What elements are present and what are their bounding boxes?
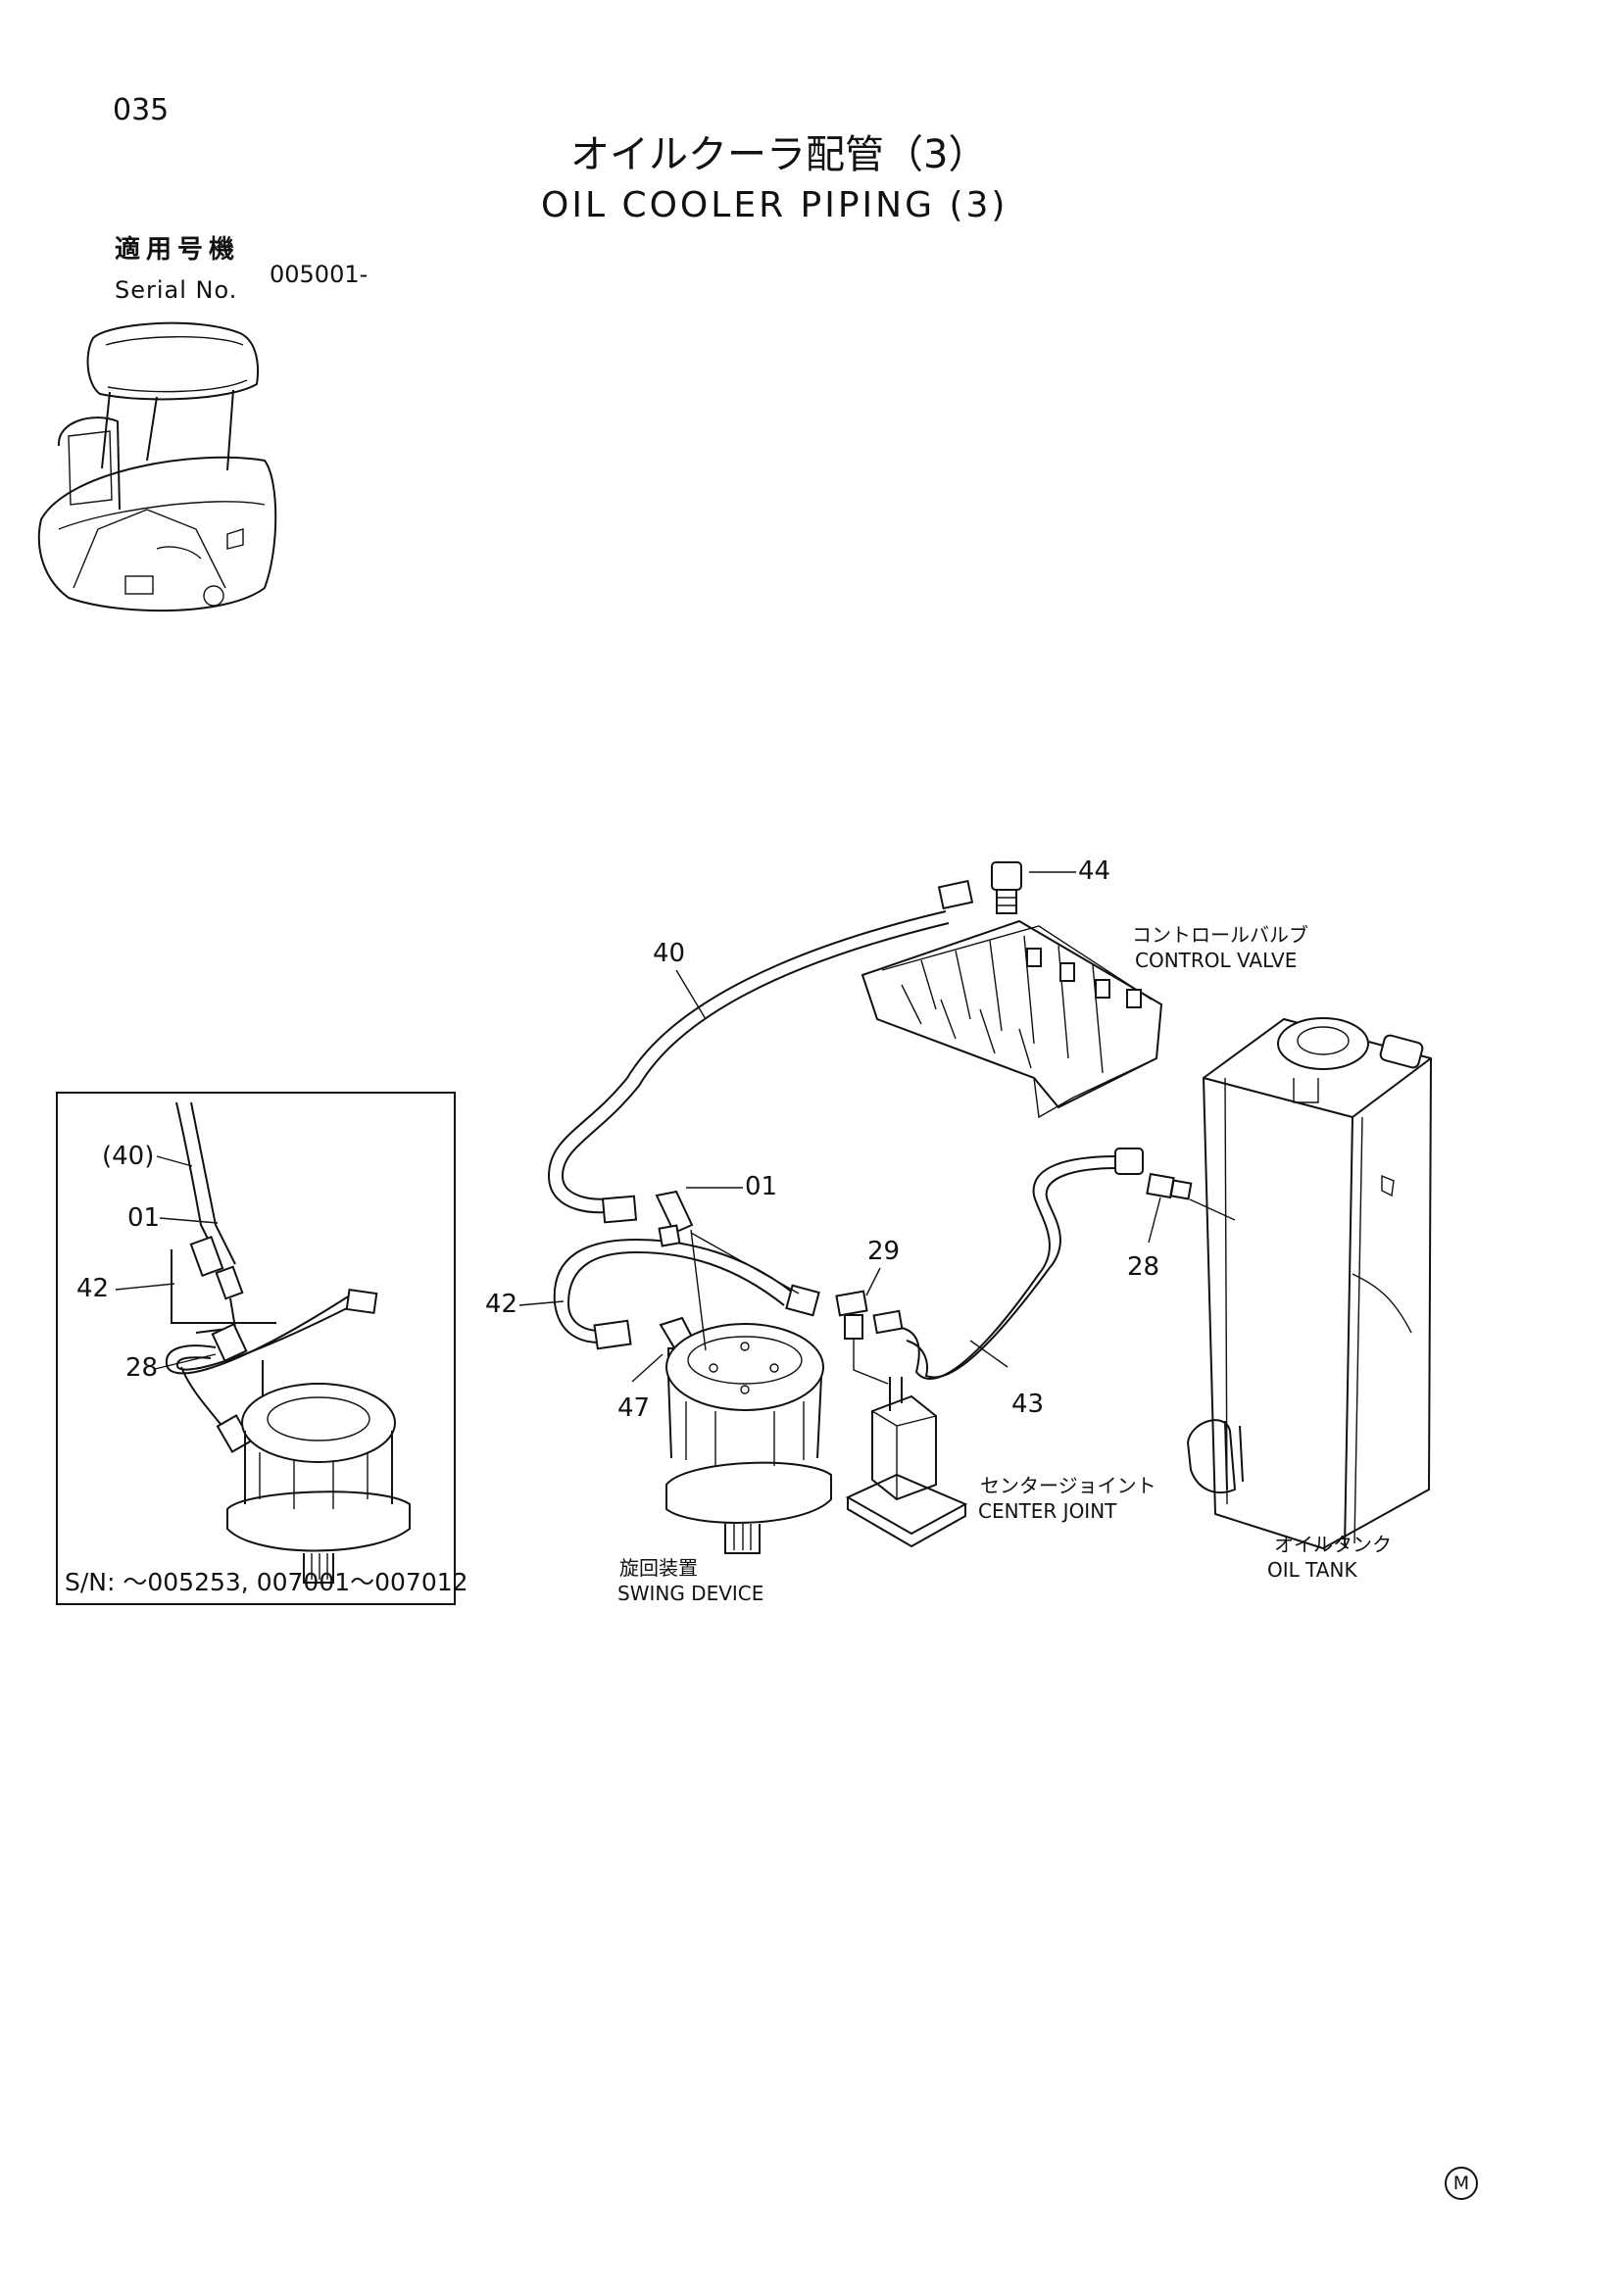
hose-43 (901, 1148, 1144, 1380)
callout-42: 42 (485, 1290, 518, 1319)
inset-serial-note: S/N: ～005253, 007001～007012 (65, 1568, 468, 1596)
serial-label-en: Serial No. (115, 276, 238, 304)
swing-device-label-jp: 旋回装置 (619, 1556, 698, 1580)
page-number: 035 (113, 93, 170, 127)
hose-42 (553, 1238, 820, 1350)
oil-tank-label-jp: オイルタンク (1274, 1533, 1392, 1556)
control-valve-label-en: CONTROL VALVE (1135, 949, 1298, 972)
callout-44: 44 (1078, 856, 1111, 886)
callout-01: 01 (745, 1172, 778, 1201)
center-joint-label-en: CENTER JOINT (978, 1499, 1117, 1523)
hose-40 (547, 879, 974, 1224)
callout-29: 29 (867, 1237, 901, 1266)
swing-device-label-en: SWING DEVICE (617, 1582, 764, 1605)
elbow-44 (991, 861, 1022, 914)
inset-leaders (115, 1155, 219, 1370)
inset-callout-01: 01 (127, 1203, 161, 1233)
inset-callout-40: (40) (102, 1142, 155, 1171)
swing-device (665, 1229, 832, 1554)
page-title-en: OIL COOLER PIPING (3) (541, 185, 1008, 225)
control-valve (861, 919, 1163, 1119)
control-valve-label-jp: コントロールバルブ (1132, 923, 1308, 947)
manufacturer-mark: M (1445, 2167, 1478, 2200)
inset-drawing (165, 1101, 411, 1584)
oil-tank-label-en: OIL TANK (1267, 1558, 1357, 1582)
oil-tank (1186, 1017, 1433, 1550)
callout-40: 40 (653, 939, 686, 968)
center-joint (845, 1377, 968, 1548)
serial-value: 005001- (270, 261, 369, 288)
inset-frame (56, 1092, 456, 1605)
excavator-thumbnail (37, 321, 277, 612)
center-joint-label-jp: センタージョイント (980, 1474, 1156, 1497)
inset-callout-28: 28 (125, 1353, 159, 1383)
callout-43: 43 (1011, 1390, 1045, 1419)
tee-29 (835, 1290, 904, 1385)
serial-label-jp: 適用号機 (115, 235, 241, 265)
callout-47: 47 (617, 1393, 651, 1423)
fitting-28 (1146, 1172, 1193, 1200)
callout-28: 28 (1127, 1252, 1160, 1282)
page-title-jp: オイルクーラ配管（3） (570, 132, 988, 177)
main-leaders (518, 871, 1236, 1383)
fitting-01 (655, 1190, 694, 1247)
inset-callout-42: 42 (76, 1274, 110, 1303)
